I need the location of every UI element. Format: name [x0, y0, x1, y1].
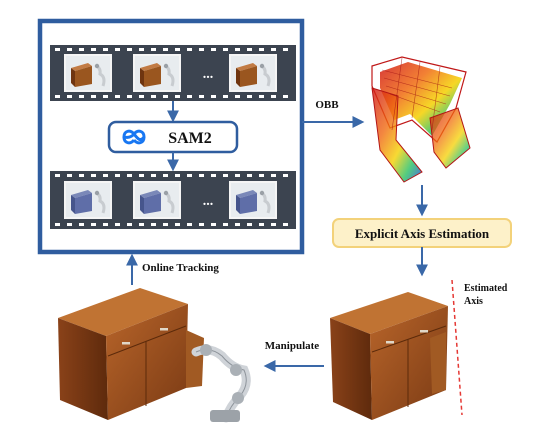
sam2-box: SAM2 — [107, 120, 239, 154]
mask-thumb-2 — [133, 181, 181, 219]
online-tracking-label: Online Tracking — [142, 262, 219, 274]
film-strip-bottom: ... — [50, 171, 296, 229]
estimated-axis-line — [451, 279, 463, 416]
explicit-axis-label: Explicit Axis Estimation — [355, 226, 490, 241]
ellipsis-top: ... — [203, 67, 214, 82]
manipulate-label: Manipulate — [265, 340, 320, 352]
mask-thumb-1 — [64, 181, 112, 219]
obb-label: OBB — [315, 99, 339, 111]
frame-thumb-3 — [229, 54, 277, 92]
explicit-axis-box: Explicit Axis Estimation — [332, 218, 512, 248]
frame-thumb-1 — [64, 54, 112, 92]
frame-thumb-2 — [133, 54, 181, 92]
cabinet-manipulated — [58, 288, 204, 420]
estimated-axis-label-line2: Axis — [464, 296, 483, 307]
meta-infinity-icon — [122, 129, 146, 145]
cabinet-estimated — [330, 292, 448, 420]
obb-visualization — [371, 56, 471, 183]
sam2-label: SAM2 — [168, 130, 212, 147]
ellipsis-bottom: ... — [203, 194, 214, 209]
mask-thumb-3 — [229, 181, 277, 219]
estimated-axis-label-line1: Estimated — [464, 283, 508, 294]
robot-arm — [191, 344, 251, 423]
film-strip-top: ... — [50, 45, 296, 101]
